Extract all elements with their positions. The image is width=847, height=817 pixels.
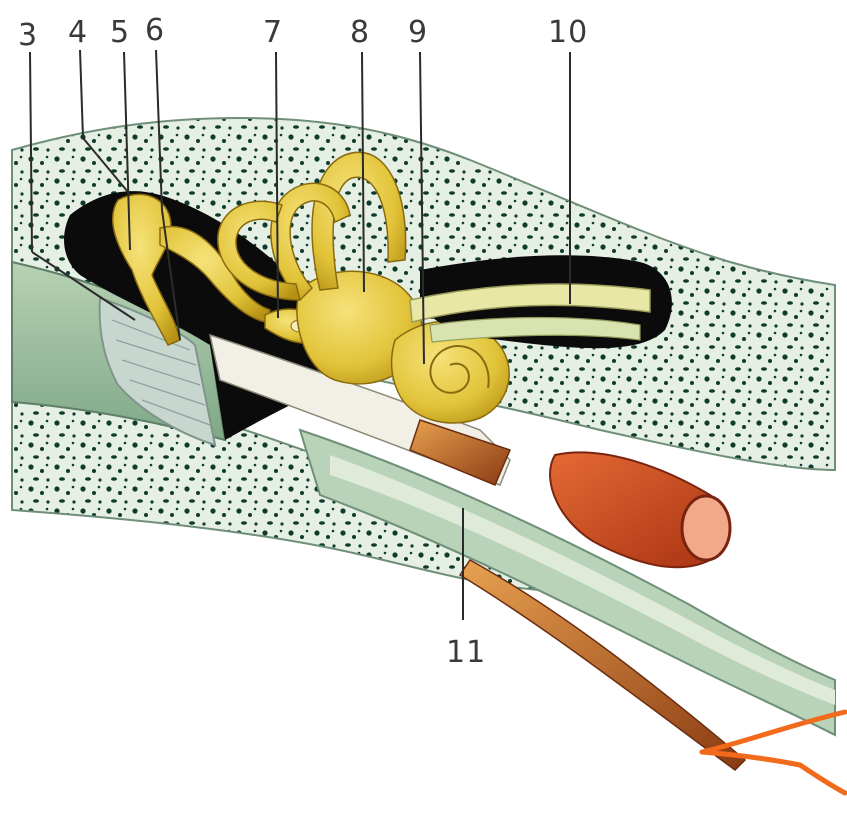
callout-8: 8: [350, 15, 370, 50]
callout-11: 11: [446, 635, 486, 670]
callout-9: 9: [408, 15, 428, 50]
callout-10: 10: [548, 15, 588, 50]
carotid-artery-opening: [682, 496, 730, 560]
callout-4: 4: [68, 15, 88, 50]
callout-3: 3: [18, 18, 38, 53]
callout-6: 6: [145, 13, 165, 48]
callout-5: 5: [110, 15, 130, 50]
callout-7: 7: [263, 15, 283, 50]
